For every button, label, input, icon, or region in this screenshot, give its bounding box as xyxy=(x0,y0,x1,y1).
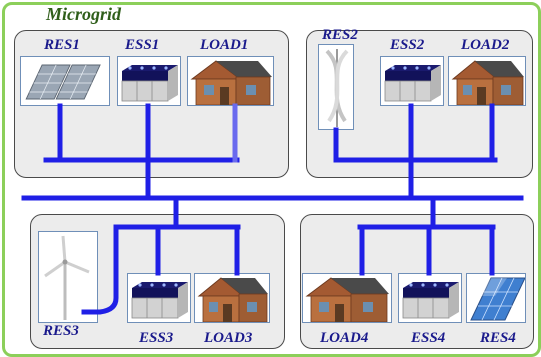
res1-solar-tile xyxy=(20,56,110,106)
label-load4: LOAD4 xyxy=(320,330,369,346)
ess2-battery-tile xyxy=(380,56,444,106)
battery-icon xyxy=(402,282,459,319)
label-load3: LOAD3 xyxy=(204,330,253,346)
res4-solar-tile xyxy=(466,273,526,323)
battery-icon xyxy=(121,65,178,102)
label-load2: LOAD2 xyxy=(461,37,510,53)
battery-icon xyxy=(131,282,188,319)
battery-icon xyxy=(384,65,441,102)
label-res3: RES3 xyxy=(43,323,79,339)
load1-house-tile xyxy=(187,56,274,106)
label-res4: RES4 xyxy=(480,330,516,346)
load2-house-tile xyxy=(448,56,526,106)
ess1-battery-tile xyxy=(117,56,181,106)
microgrid-title: Microgrid xyxy=(46,4,122,24)
house-icon xyxy=(190,60,272,105)
solar-panel-icon xyxy=(470,277,525,321)
res2-wind-tile xyxy=(318,44,354,130)
load3-house-tile xyxy=(194,273,270,323)
label-ess4: ESS4 xyxy=(411,330,446,346)
solar-panel-icon xyxy=(25,64,101,100)
label-ess2: ESS2 xyxy=(390,37,425,53)
ess3-battery-tile xyxy=(127,273,191,323)
house-icon xyxy=(197,277,268,322)
label-ess3: ESS3 xyxy=(139,330,174,346)
label-load1: LOAD1 xyxy=(200,37,249,53)
label-res2: RES2 xyxy=(322,27,358,43)
vertical-wind-turbine-icon xyxy=(325,49,349,127)
wind-turbine-icon xyxy=(44,235,90,320)
house-icon xyxy=(305,277,389,322)
res3-feeder xyxy=(81,224,119,315)
label-res1: RES1 xyxy=(44,37,80,53)
house-icon xyxy=(451,60,524,105)
res3-wind-tile xyxy=(38,231,98,323)
label-ess1: ESS1 xyxy=(125,37,160,53)
load4-house-tile xyxy=(302,273,392,323)
